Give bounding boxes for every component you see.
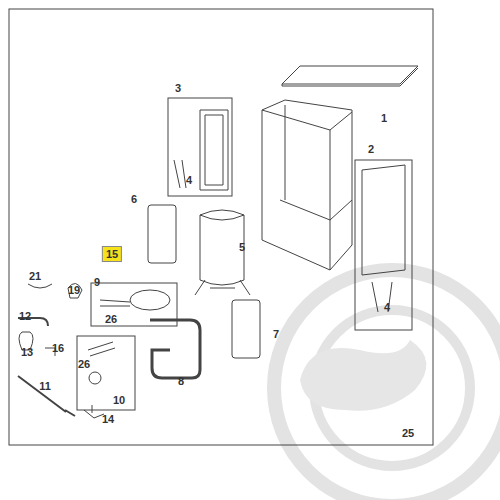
side-panel (200, 110, 228, 190)
heat-exchanger (232, 300, 260, 358)
callout-number: 14 (101, 413, 115, 425)
pipe (150, 320, 200, 378)
probe (18, 376, 75, 416)
group-box (77, 336, 135, 410)
callout-number: 7 (272, 328, 280, 340)
callout-number: 2 (367, 143, 375, 155)
heat-exchanger (148, 205, 176, 263)
callout-number: 16 (51, 342, 65, 354)
callout-number: 26 (104, 313, 118, 325)
fitting (84, 405, 104, 418)
housing-frame (262, 100, 352, 270)
callout-number: 25 (401, 427, 415, 439)
wire (28, 284, 52, 288)
callout-number: 1 (380, 112, 388, 124)
side-panel (362, 165, 405, 275)
capillary-coil (130, 290, 170, 310)
sensor (88, 342, 115, 356)
callout-number: 6 (130, 193, 138, 205)
lid-panel (282, 66, 418, 86)
callout-number: 9 (93, 276, 101, 288)
compressor (195, 210, 250, 295)
callout-number: 4 (383, 301, 391, 313)
callout-number: 26 (77, 358, 91, 370)
callout-number: 8 (177, 375, 185, 387)
callout-number: 10 (112, 394, 126, 406)
watermark-logo (300, 340, 426, 411)
group-box (168, 98, 232, 196)
callout-number: 13 (20, 346, 34, 358)
callout-number: 5 (238, 241, 246, 253)
callout-number: 12 (18, 310, 32, 322)
sensor (100, 300, 130, 306)
callout-number: 19 (67, 284, 81, 296)
callout-number: 21 (28, 270, 42, 282)
watermark (274, 270, 500, 500)
callout-number: 15 (102, 246, 122, 262)
callout-number: 11 (38, 380, 52, 392)
callout-number: 3 (174, 82, 182, 94)
group-box (91, 283, 177, 326)
frame (9, 9, 433, 445)
valve (89, 372, 101, 384)
bracket (372, 282, 392, 312)
bracket (174, 160, 186, 188)
callout-number: 4 (185, 174, 193, 186)
group-box (355, 160, 412, 330)
